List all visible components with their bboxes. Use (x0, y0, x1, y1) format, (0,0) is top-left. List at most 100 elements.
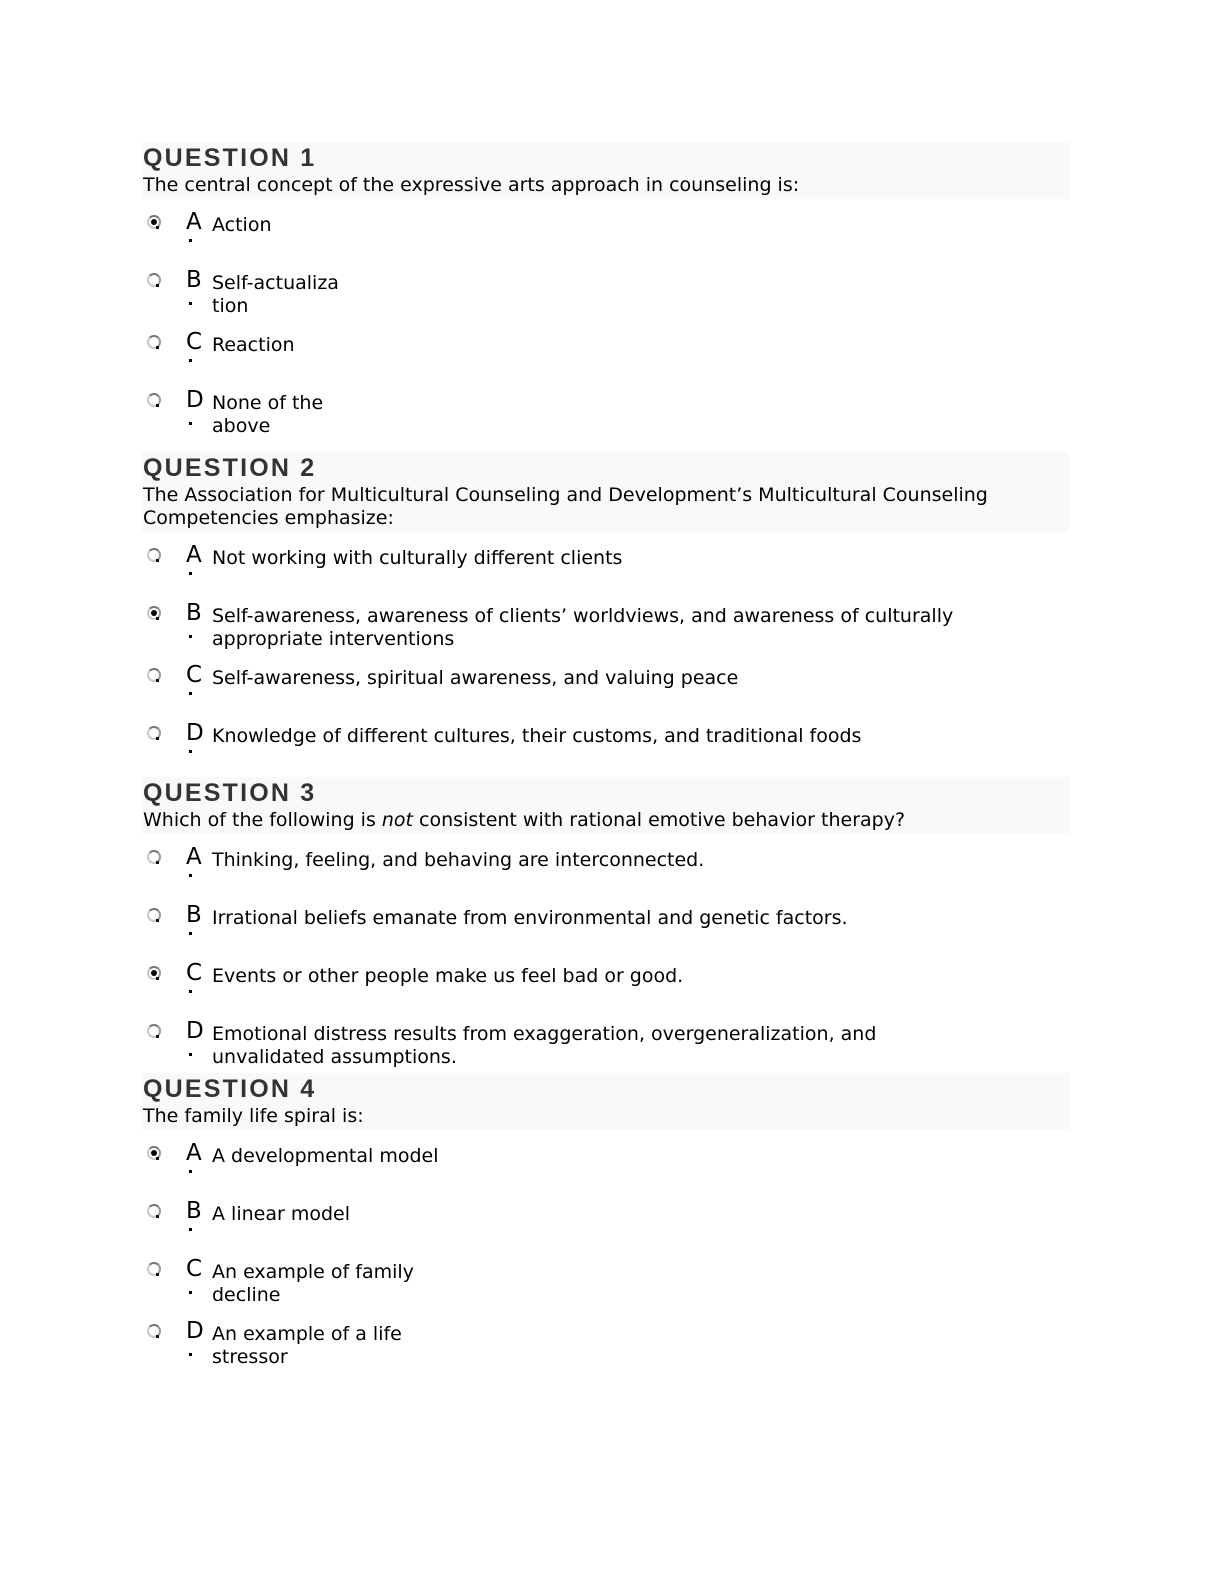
option-text: Thinking, feeling, and behaving are inte… (212, 849, 705, 871)
option-text: None of the above (212, 392, 324, 437)
option-letter: A (186, 209, 202, 235)
radio-button[interactable] (147, 393, 161, 407)
radio-button[interactable] (147, 1024, 161, 1038)
radio-button-selected[interactable] (147, 1146, 161, 1160)
option-letter: B (186, 267, 202, 293)
radio-button[interactable] (147, 850, 161, 864)
option-text: Not working with culturally different cl… (212, 547, 623, 569)
radio-button[interactable] (147, 908, 161, 922)
letter-period (189, 932, 192, 935)
question-header: QUESTION 2 The Association for Multicult… (142, 452, 1070, 532)
letter-period (189, 1353, 192, 1356)
option-c[interactable]: C Reaction (142, 329, 1070, 387)
answer-options: A A developmental model B A linear model… (142, 1130, 1070, 1383)
radio-button[interactable] (147, 726, 161, 740)
option-letter: C (186, 960, 203, 986)
letter-period (189, 422, 192, 425)
option-letter: D (186, 1318, 204, 1344)
option-letter: C (186, 329, 203, 355)
option-d[interactable]: D Knowledge of different cultures, their… (142, 720, 1070, 774)
letter-period (189, 750, 192, 753)
question-4: QUESTION 4 The family life spiral is: A … (142, 1073, 1070, 1383)
option-letter: B (186, 902, 202, 928)
option-letter: C (186, 1256, 203, 1282)
letter-period (189, 239, 192, 242)
letter-period (189, 990, 192, 993)
radio-button[interactable] (147, 335, 161, 349)
letter-period (189, 302, 192, 305)
radio-button-selected[interactable] (147, 606, 161, 620)
answer-options: A Not working with culturally different … (142, 532, 1070, 777)
letter-period (189, 635, 192, 638)
option-letter: A (186, 844, 202, 870)
option-letter: D (186, 720, 204, 746)
option-text: A developmental model (212, 1145, 439, 1167)
option-b[interactable]: B A linear model (142, 1198, 1070, 1256)
option-letter: B (186, 1198, 202, 1224)
question-header: QUESTION 1 The central concept of the ex… (142, 142, 1070, 199)
option-text: Emotional distress results from exaggera… (212, 1023, 877, 1068)
answer-options: A Action B Self-actualization C Reaction… (142, 199, 1070, 452)
option-letter: D (186, 1018, 204, 1044)
radio-button[interactable] (147, 668, 161, 682)
option-text: Irrational beliefs emanate from environm… (212, 907, 848, 929)
question-2: QUESTION 2 The Association for Multicult… (142, 452, 1070, 777)
quiz-page: QUESTION 1 The central concept of the ex… (142, 142, 1070, 1383)
radio-button[interactable] (147, 1324, 161, 1338)
letter-period (189, 1291, 192, 1294)
question-3: QUESTION 3 Which of the following is not… (142, 777, 1070, 1073)
question-title: QUESTION 2 (143, 454, 317, 482)
letter-period (189, 1170, 192, 1173)
option-d[interactable]: D None of the above (142, 387, 1070, 449)
option-text: Self-awareness, spiritual awareness, and… (212, 667, 739, 689)
question-text: Which of the following is not consistent… (143, 809, 1070, 832)
letter-period (189, 1228, 192, 1231)
letter-period (189, 359, 192, 362)
option-text: Reaction (212, 334, 295, 356)
option-c[interactable]: C Events or other people make us feel ba… (142, 960, 1070, 1018)
question-title: QUESTION 4 (143, 1075, 317, 1103)
option-text: An example of family decline (212, 1261, 414, 1306)
option-letter: A (186, 542, 202, 568)
option-b[interactable]: B Self-awareness, awareness of clients’ … (142, 600, 1070, 662)
radio-button[interactable] (147, 548, 161, 562)
option-text: An example of a life stressor (212, 1323, 402, 1368)
option-text: Self-actualization (212, 272, 339, 317)
question-text: The central concept of the expressive ar… (143, 174, 800, 196)
question-text: The Association for Multicultural Counse… (143, 484, 988, 529)
letter-period (189, 1053, 192, 1056)
option-d[interactable]: D Emotional distress results from exagge… (142, 1018, 1070, 1070)
letter-period (189, 572, 192, 575)
option-d[interactable]: D An example of a life stressor (142, 1318, 1070, 1380)
option-a[interactable]: A A developmental model (142, 1140, 1070, 1198)
radio-button-selected[interactable] (147, 215, 161, 229)
option-a[interactable]: A Action (142, 209, 1070, 267)
option-a[interactable]: A Not working with culturally different … (142, 542, 1070, 600)
answer-options: A Thinking, feeling, and behaving are in… (142, 834, 1070, 1073)
question-text: The family life spiral is: (143, 1105, 364, 1127)
option-text: Events or other people make us feel bad … (212, 965, 684, 987)
option-c[interactable]: C Self-awareness, spiritual awareness, a… (142, 662, 1070, 720)
option-letter: C (186, 662, 203, 688)
question-header: QUESTION 3 Which of the following is not… (142, 777, 1070, 834)
radio-button[interactable] (147, 273, 161, 287)
question-title: QUESTION 3 (143, 779, 317, 807)
radio-button[interactable] (147, 1204, 161, 1218)
question-text-emphasis: not (381, 809, 414, 831)
question-1: QUESTION 1 The central concept of the ex… (142, 142, 1070, 452)
option-c[interactable]: C An example of family decline (142, 1256, 1070, 1318)
radio-button-selected[interactable] (147, 966, 161, 980)
option-a[interactable]: A Thinking, feeling, and behaving are in… (142, 844, 1070, 902)
option-text: Self-awareness, awareness of clients’ wo… (212, 605, 954, 650)
question-title: QUESTION 1 (143, 144, 317, 172)
option-b[interactable]: B Self-actualization (142, 267, 1070, 329)
option-letter: D (186, 387, 204, 413)
option-b[interactable]: B Irrational beliefs emanate from enviro… (142, 902, 1070, 960)
question-text-part: consistent with rational emotive behavio… (413, 809, 906, 831)
option-text: A linear model (212, 1203, 350, 1225)
option-letter: B (186, 600, 202, 626)
letter-period (189, 692, 192, 695)
radio-button[interactable] (147, 1262, 161, 1276)
option-letter: A (186, 1140, 202, 1166)
letter-period (189, 874, 192, 877)
